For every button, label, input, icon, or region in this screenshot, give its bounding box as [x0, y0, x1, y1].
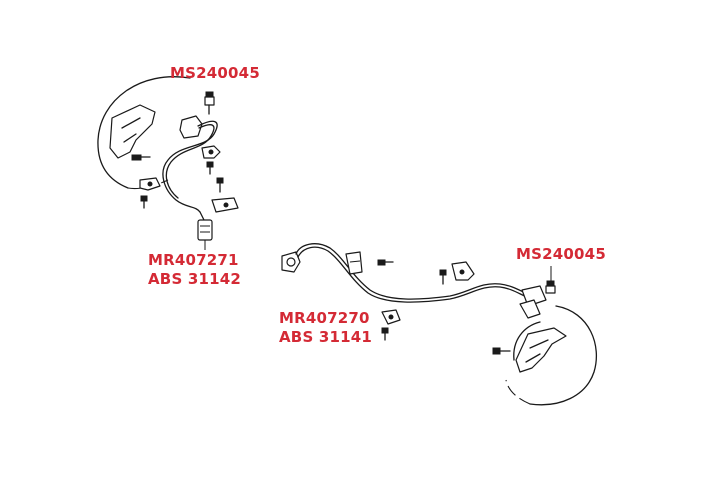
left-cable-clip-2: [139, 177, 161, 191]
part-number-label: MR407270: [279, 309, 370, 327]
right-wheel-assembly: [281, 243, 598, 406]
right-sensor-mount: [519, 299, 541, 319]
left-sensor-cable-outer: [165, 124, 215, 199]
left-sensor-cable: [162, 120, 218, 213]
right-cable-clip-1: [345, 251, 363, 275]
callout-right-bolt: MS240045: [516, 245, 606, 264]
right-cable-clip-2: [451, 261, 475, 281]
callout-left-sensor: MR407271 ABS 31142: [148, 251, 241, 289]
right-sensor-tip: [521, 285, 547, 307]
left-cable-clip-bolt-1: [206, 161, 214, 175]
right-sensor-bracket: [515, 327, 567, 373]
right-cable-clip-3: [381, 309, 401, 325]
left-cable-bracket: [211, 197, 239, 213]
part-number-label: MS240045: [170, 64, 260, 82]
right-brake-disc: [529, 305, 598, 406]
right-cable-clip-bolt-1: [377, 259, 394, 266]
right-brake-disc-hidden-edge: [505, 379, 531, 405]
abs-code-label: ABS 31141: [279, 328, 373, 346]
top-sensor-bolt: [204, 91, 215, 115]
right-sensor-cable: [295, 243, 535, 300]
right-bracket-detail: [525, 339, 549, 363]
right-cable-clip-bolt-3: [381, 327, 389, 341]
right-sensor-bolt: [545, 280, 556, 294]
left-cable-clip-1: [201, 145, 221, 159]
left-sensor-connector: [197, 211, 213, 241]
left-sensor-bracket: [109, 104, 156, 159]
left-wheel-assembly: [97, 76, 239, 250]
right-bracket-bolt: [492, 347, 511, 355]
abs-code-label: ABS 31142: [148, 270, 242, 288]
callout-right-sensor: MR407270 ABS 31141: [279, 309, 372, 347]
part-number-label: MS240045: [516, 245, 606, 263]
left-abs-sensor-head: [179, 115, 203, 139]
right-cable-clip-bolt-2: [439, 269, 447, 285]
left-bracket-bolt: [131, 154, 151, 161]
left-cable-clip-bolt-3: [216, 177, 224, 193]
callout-top-bolt: MS240045: [170, 64, 260, 83]
part-number-label: MR407271: [148, 251, 239, 269]
left-cable-clip-bolt-2: [140, 195, 148, 209]
left-bracket-detail: [121, 117, 141, 143]
right-sensor-cable-outer: [297, 246, 534, 303]
left-brake-disc: [97, 76, 191, 189]
right-disc-inner-edge: [513, 321, 541, 361]
